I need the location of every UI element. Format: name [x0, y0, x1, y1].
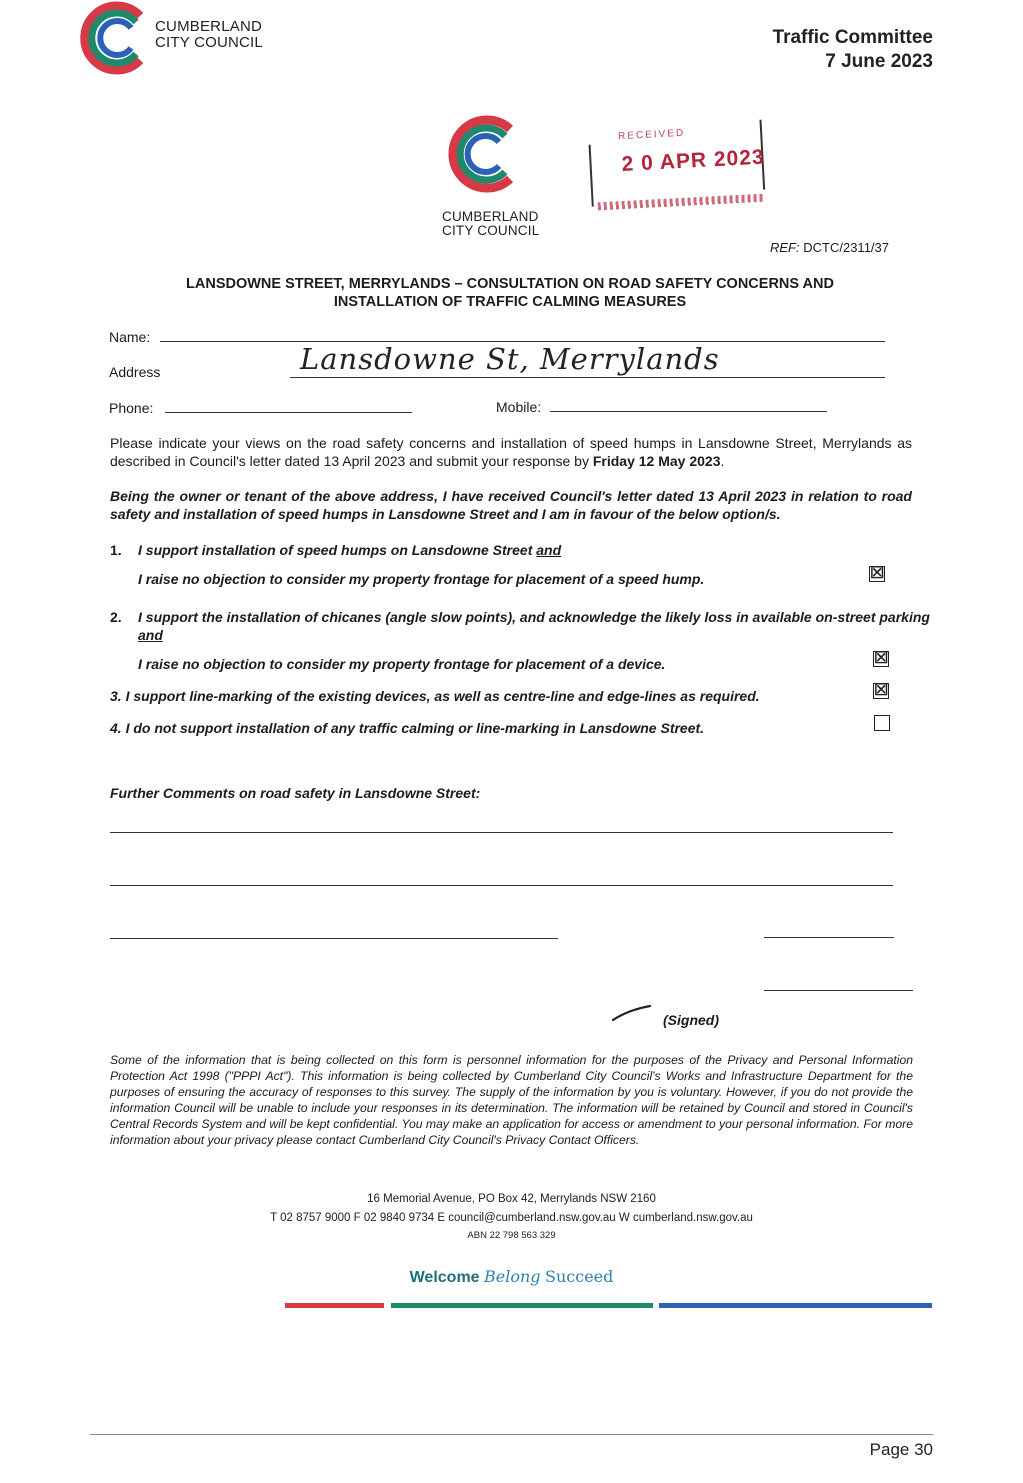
owner-statement: Being the owner or tenant of the above a…	[110, 488, 912, 522]
option-1: 1. I support installation of speed humps …	[110, 541, 870, 559]
header-meta: Traffic Committee 7 June 2023	[773, 26, 933, 74]
option-4-checkbox[interactable]	[874, 715, 890, 731]
option-1-number: 1.	[110, 542, 122, 558]
mobile-field[interactable]	[550, 411, 827, 412]
form-title: LANSDOWNE STREET, MERRYLANDS – CONSULTAT…	[110, 275, 910, 311]
color-bar-green	[391, 1303, 653, 1308]
slogan-belong: Belong	[484, 1267, 541, 1286]
stamp-top-text: RECEIVED	[617, 127, 686, 143]
option-3: 3. I support line-marking of the existin…	[110, 687, 870, 705]
option-4-text: I do not support installation of any tra…	[125, 720, 705, 736]
option-4-number: 4.	[110, 720, 122, 736]
page-number: Page 30	[869, 1440, 933, 1459]
option-4: 4. I do not support installation of any …	[110, 719, 870, 737]
council-contact: T 02 8757 9000 F 02 9840 9734 E council@…	[270, 1212, 753, 1224]
comments-line-2[interactable]	[110, 885, 893, 886]
header-logo: CUMBERLAND CITY COUNCIL	[80, 0, 280, 76]
option-1-text: I support installation of speed humps on…	[138, 542, 537, 558]
intro-deadline: Friday 12 May 2023	[592, 453, 721, 469]
option-2-and: and	[138, 627, 163, 643]
council-logo-icon	[80, 1, 144, 75]
intro-paragraph: Please indicate your views on the road s…	[110, 434, 912, 470]
address-field[interactable]	[290, 377, 885, 378]
received-stamp: RECEIVED 2 0 APR 2023	[587, 113, 772, 226]
form-logo-line1: CUMBERLAND	[442, 209, 539, 224]
comments-line-1[interactable]	[110, 832, 893, 833]
date-line[interactable]	[764, 937, 894, 938]
privacy-notice: Some of the information that is being co…	[110, 1053, 913, 1147]
signature-stroke	[611, 1004, 652, 1022]
form-logo-icon	[448, 115, 514, 193]
option-2-checkbox[interactable]: ☒	[873, 650, 889, 667]
option-2-text: I support the installation of chicanes (…	[138, 609, 930, 625]
option-3-checkbox[interactable]: ☒	[873, 682, 889, 699]
ref-label: REF:	[770, 240, 800, 255]
form-logo-line2: CITY COUNCIL	[442, 223, 540, 238]
stamp-left-border	[588, 144, 594, 207]
name-field[interactable]	[160, 341, 885, 342]
phone-field[interactable]	[165, 412, 412, 413]
ref-value: DCTC/2311/37	[803, 240, 889, 255]
phone-label: Phone:	[109, 400, 154, 416]
option-3-number: 3.	[110, 688, 122, 704]
comments-label: Further Comments on road safety in Lansd…	[110, 785, 481, 801]
color-bar-red	[285, 1303, 384, 1308]
form-title-line2: INSTALLATION OF TRAFFIC CALMING MEASURES	[333, 294, 687, 310]
committee-name: Traffic Committee	[772, 27, 933, 48]
option-3-text: I support line-marking of the existing d…	[125, 688, 760, 704]
council-abn: ABN 22 798 563 329	[467, 1230, 556, 1241]
option-1-and: and	[536, 542, 562, 558]
stamp-bottom-band	[597, 193, 764, 211]
footer-divider	[90, 1434, 933, 1435]
mobile-label: Mobile:	[496, 399, 542, 415]
slogan-welcome: Welcome	[409, 1269, 480, 1286]
intro-end: .	[720, 453, 725, 469]
option-1-sub: I raise no objection to consider my prop…	[138, 571, 705, 587]
logo-text-line2: CITY COUNCIL	[155, 34, 263, 51]
stamp-date: 2 0 APR 2023	[621, 145, 766, 177]
slogan: Welcome Belong Succeed	[110, 1267, 913, 1287]
name-label: Name:	[109, 329, 151, 345]
option-2-sub: I raise no objection to consider my prop…	[138, 656, 666, 672]
color-bar-blue	[659, 1303, 932, 1308]
address-value: Lansdowne St, Merrylands	[300, 342, 720, 376]
reference: REF: DCTC/2311/37	[770, 240, 889, 255]
option-2: 2. I support the installation of chicanes…	[110, 608, 938, 644]
logo-text-line1: CUMBERLAND	[155, 18, 263, 35]
scanned-form: CUMBERLAND CITY COUNCIL RECEIVED 2 0 APR…	[109, 113, 938, 1308]
option-2-number: 2.	[110, 609, 122, 625]
signed-label: (Signed)	[663, 1012, 719, 1028]
council-address: 16 Memorial Avenue, PO Box 42, Merryland…	[367, 1193, 656, 1205]
signature-date-line[interactable]	[764, 990, 913, 991]
slogan-succeed: Succeed	[545, 1267, 614, 1286]
meeting-date: 7 June 2023	[825, 51, 933, 72]
address-label: Address	[109, 364, 161, 380]
option-1-checkbox[interactable]: ☒	[869, 565, 885, 582]
form-title-line1: LANSDOWNE STREET, MERRYLANDS – CONSULTAT…	[186, 276, 834, 292]
intro-text: Please indicate your views on the road s…	[110, 435, 912, 469]
comments-line-3[interactable]	[110, 938, 558, 939]
